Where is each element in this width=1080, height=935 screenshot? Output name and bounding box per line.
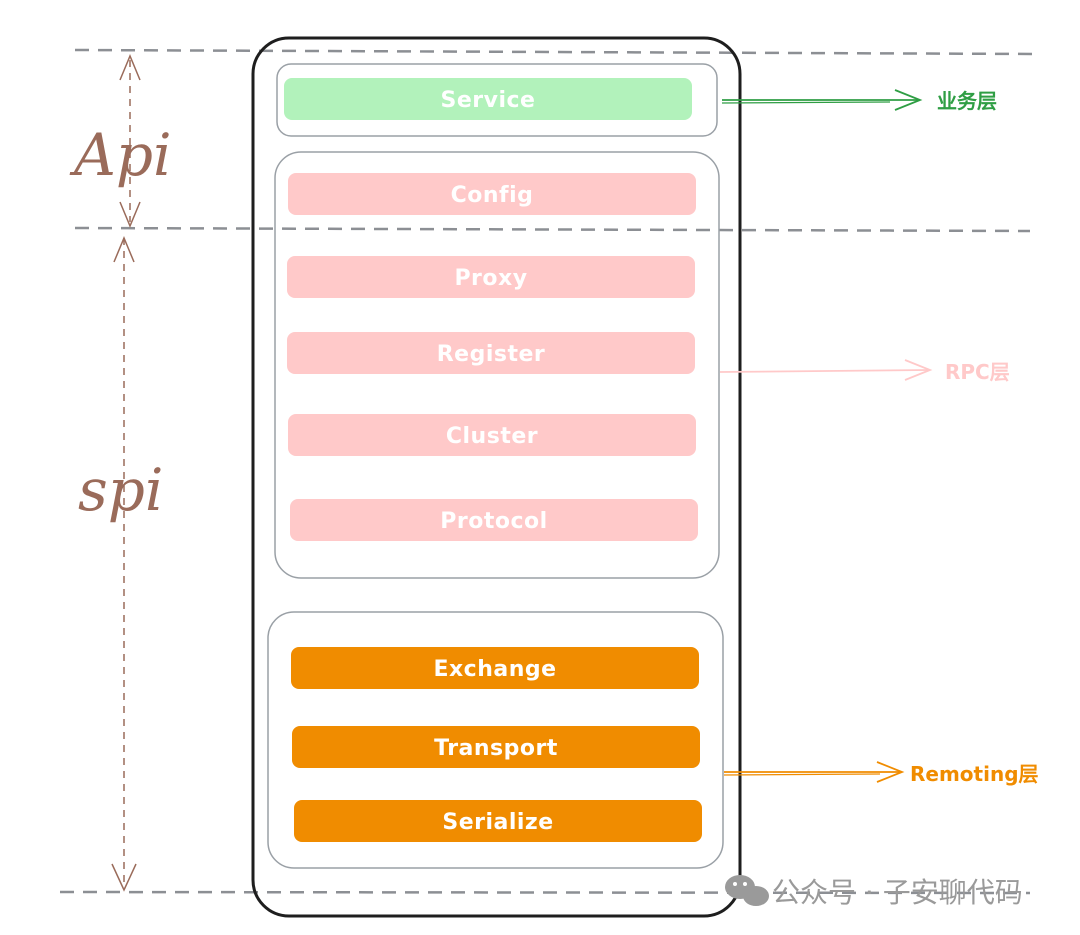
serialize-box-label: Serialize [442,810,553,835]
service-box-fill [284,78,692,120]
remoting-layer-label: Remoting层 [910,762,1039,786]
separator-middle [74,226,1031,233]
service-box-label: Service [441,88,536,113]
config-box-label: Config [451,183,534,208]
serialize-box: Serialize [294,800,702,842]
register-box: Register [287,332,695,374]
cluster-box: Cluster [288,414,696,456]
api-span [119,54,141,228]
exchange-box-label: Exchange [433,657,556,682]
business-group [276,63,718,137]
outer-container [251,36,742,918]
config-box-fill [288,173,696,215]
protocol-box: Protocol [290,499,698,541]
watermark-text: 公众号 · 子安聊代码 [772,876,1023,909]
transport-box-label: Transport [434,736,558,761]
exchange-box-fill [291,647,699,689]
separator-top [74,48,1036,56]
register-box-label: Register [437,342,546,367]
exchange-box: Exchange [291,647,699,689]
layer-boxes: ServiceConfigProxyRegisterClusterProtoco… [284,78,702,842]
remoting-group [267,611,724,869]
register-box-fill [287,332,695,374]
transport-box: Transport [292,726,700,768]
spi-span [111,236,137,892]
rpc-group [274,151,720,579]
rpc-layer-label: RPC层 [945,360,1010,384]
proxy-box: Proxy [287,256,695,298]
service-box: Service [284,78,692,120]
remoting-arrow [723,761,905,783]
proxy-box-fill [287,256,695,298]
api-label: Api [69,121,172,189]
serialize-box-fill [294,800,702,842]
config-box: Config [288,173,696,215]
cluster-box-label: Cluster [446,424,538,449]
cluster-box-fill [288,414,696,456]
transport-box-fill [292,726,700,768]
rpc-arrow [719,359,933,381]
business-layer-label: 业务层 [937,89,997,113]
protocol-box-fill [290,499,698,541]
protocol-box-label: Protocol [440,509,547,534]
wechat-icon [725,875,769,906]
business-arrow [721,89,923,111]
spi-label: spi [78,456,163,524]
separator-bottom [59,890,1031,895]
proxy-box-label: Proxy [454,266,527,291]
